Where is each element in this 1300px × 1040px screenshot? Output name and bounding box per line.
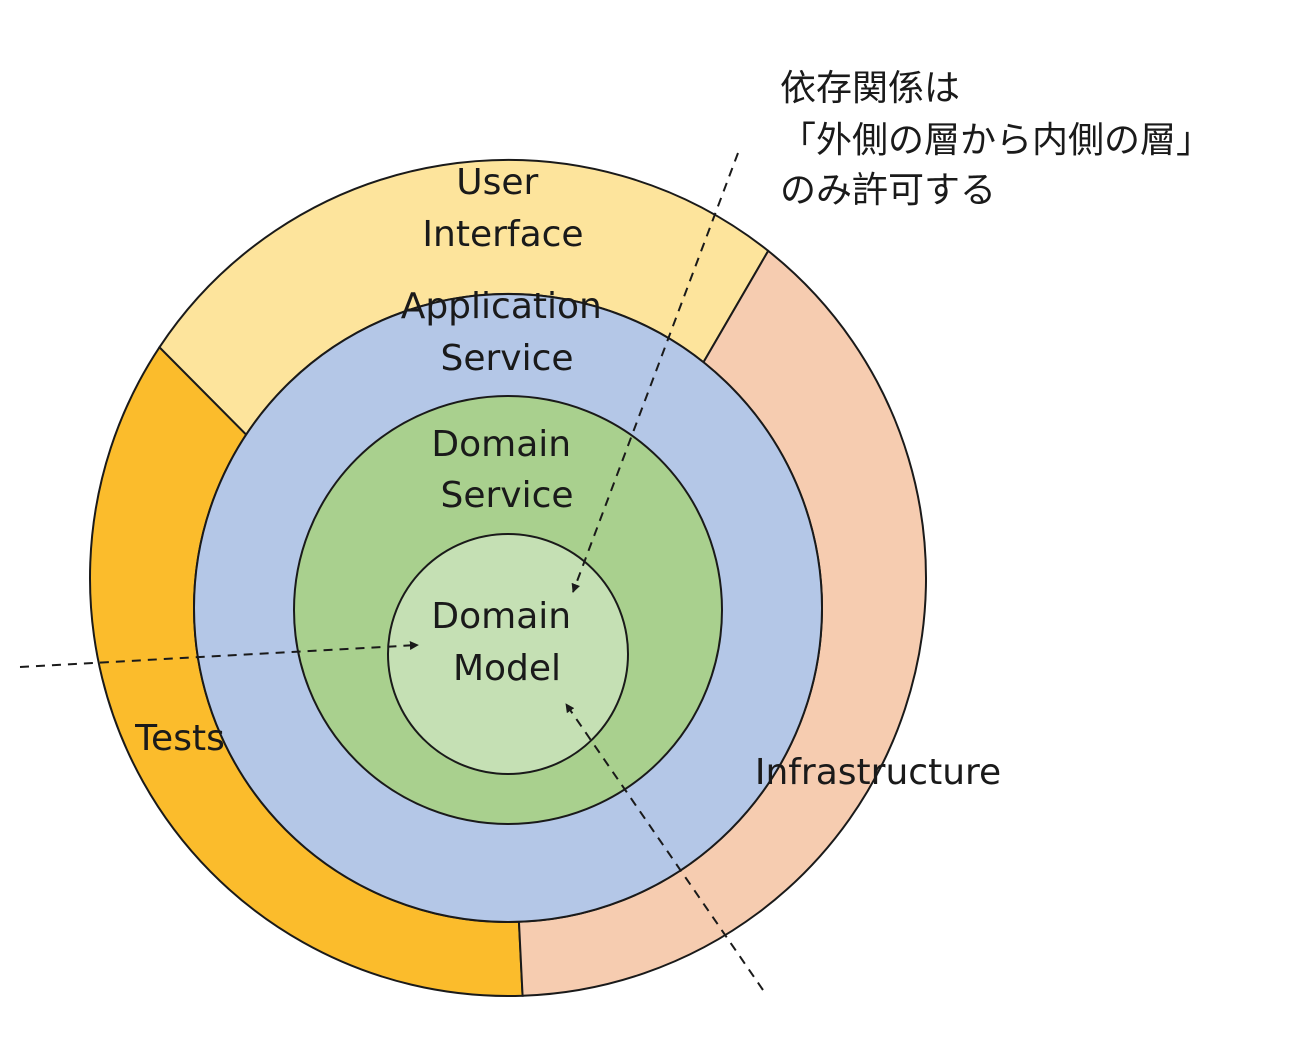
application-service-label: Application Service xyxy=(401,286,614,379)
dependency-arrow-left xyxy=(19,640,419,668)
domain-model-label-line2: Model xyxy=(453,648,561,689)
dependency-rule-note: 依存関係は 「外側の層から内側の層」 のみ許可する xyxy=(780,68,1223,211)
domain-model-label-line1: Domain xyxy=(431,596,571,637)
user-interface-label-line1: User xyxy=(456,162,538,203)
note-line3: のみ許可する xyxy=(780,170,996,211)
note-line1: 依存関係は xyxy=(780,68,960,109)
infrastructure-label: Infrastructure xyxy=(755,752,1001,793)
tests-label: Tests xyxy=(134,718,225,759)
domain-service-label: Domain Service xyxy=(431,424,582,516)
note-line2: 「外側の層から内側の層」 xyxy=(780,120,1212,161)
domain-model-circle xyxy=(387,533,629,775)
domain-service-label-line1: Domain xyxy=(431,424,571,465)
domain-service-label-line2: Service xyxy=(440,475,573,516)
dependency-arrow-bottom xyxy=(565,703,764,991)
application-service-label-line1: Application xyxy=(401,286,602,327)
user-interface-label-line2: Interface xyxy=(422,214,583,255)
application-service-label-line2: Service xyxy=(440,338,573,379)
user-interface-label: User Interface xyxy=(422,162,583,255)
dependency-arrow-top xyxy=(571,152,739,593)
domain-model-label: Domain Model xyxy=(431,596,582,689)
